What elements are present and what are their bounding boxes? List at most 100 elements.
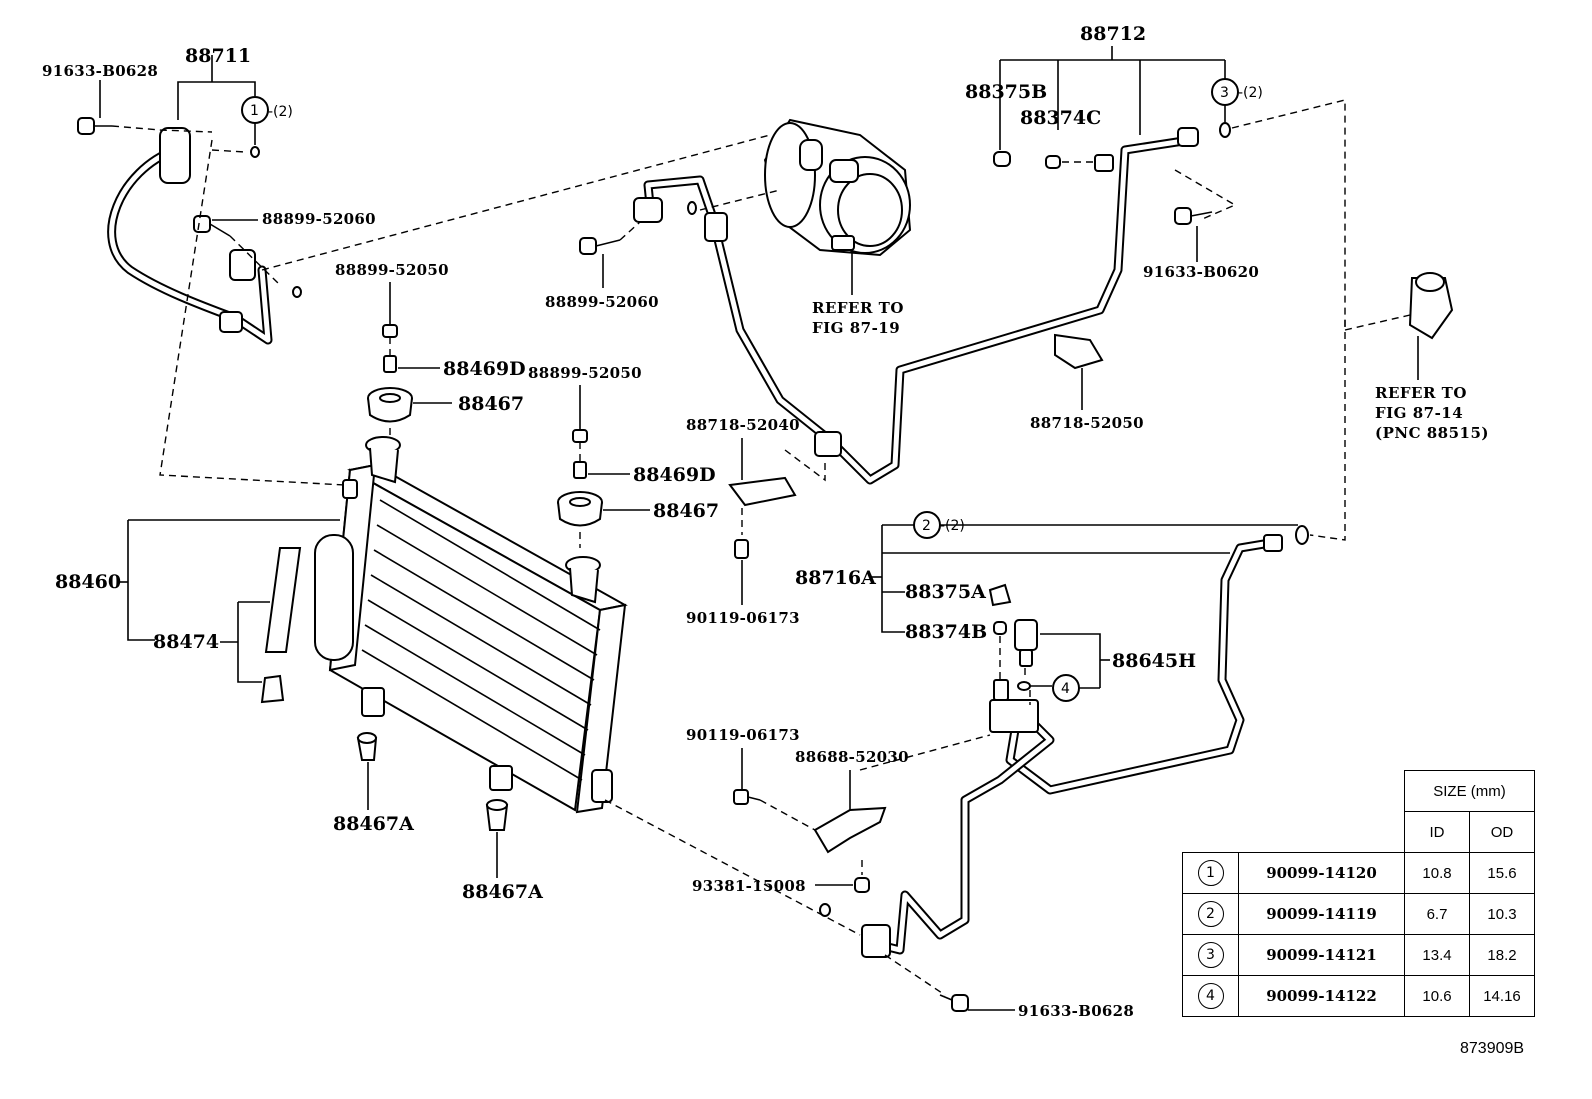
cap-88375b bbox=[993, 151, 1011, 167]
grommet-88467-a bbox=[367, 387, 413, 423]
o-ring bbox=[819, 903, 831, 917]
label-88374c: 88374C bbox=[1020, 107, 1101, 129]
row-od: 15.6 bbox=[1469, 852, 1535, 894]
row-index: 3 bbox=[1197, 942, 1224, 968]
circle-ref-4-num: 4 bbox=[1061, 681, 1070, 697]
row-index: 4 bbox=[1197, 983, 1224, 1009]
cushion-88467a-right bbox=[485, 799, 509, 831]
label-88718-52040: 88718-52040 bbox=[686, 416, 800, 434]
header-od: OD bbox=[1469, 811, 1535, 853]
table-row: 4 90099-14122 10.6 14.16 bbox=[1182, 975, 1535, 1017]
label-88460: 88460 bbox=[55, 571, 121, 593]
bolt-icon bbox=[193, 215, 231, 237]
circle-ref-3-num: 3 bbox=[1220, 85, 1229, 101]
o-ring-3 bbox=[1219, 122, 1231, 138]
cushion-88467a-left bbox=[356, 732, 378, 761]
label-88474: 88474 bbox=[153, 631, 219, 653]
circle-ref-1-num: 1 bbox=[250, 103, 259, 119]
expansion-valve-87-14 bbox=[1408, 272, 1454, 340]
suction-hose bbox=[633, 127, 1199, 485]
bolt-icon bbox=[939, 994, 969, 1012]
circle-ref-2-num: 2 bbox=[922, 518, 931, 534]
core-88374b bbox=[993, 621, 1007, 635]
bolt-icon bbox=[579, 237, 621, 255]
o-ring bbox=[687, 201, 697, 215]
label-88899-52060-left: 88899-52060 bbox=[262, 210, 376, 228]
o-ring bbox=[292, 286, 302, 298]
table-row: 1 90099-14120 10.8 15.6 bbox=[1182, 852, 1535, 894]
label-refer-87-14-c: (PNC 88515) bbox=[1375, 424, 1489, 442]
circle-ref-1 bbox=[241, 96, 269, 124]
discharge-hose-88711 bbox=[107, 127, 273, 345]
label-88375b: 88375B bbox=[965, 81, 1047, 103]
label-88688-52030: 88688-52030 bbox=[795, 748, 909, 766]
label-88375a: 88375A bbox=[905, 581, 986, 603]
header-id: ID bbox=[1404, 811, 1470, 853]
leader-88711 bbox=[177, 81, 256, 120]
cap-88375a bbox=[988, 583, 1012, 607]
screw-icon bbox=[734, 539, 749, 559]
row-od: 10.3 bbox=[1469, 893, 1535, 935]
table-header-row: SIZE (mm) bbox=[1183, 770, 1535, 812]
label-88467a-left: 88467A bbox=[333, 813, 414, 835]
row-id: 10.8 bbox=[1404, 852, 1470, 894]
service-valve bbox=[1094, 154, 1114, 172]
label-88374b: 88374B bbox=[905, 621, 987, 643]
table-row: 2 90099-14119 6.7 10.3 bbox=[1182, 893, 1535, 935]
desiccant-88474 bbox=[260, 547, 302, 704]
o-ring-4 bbox=[1017, 681, 1031, 691]
collar-88469d-a bbox=[383, 355, 397, 373]
bracket-88688-52030 bbox=[813, 806, 887, 854]
label-88711: 88711 bbox=[185, 45, 251, 67]
label-93381-15008: 93381-15008 bbox=[692, 877, 806, 895]
label-91633-b0628-bottom: 91633-B0628 bbox=[1018, 1002, 1134, 1020]
label-88716a: 88716A bbox=[795, 567, 876, 589]
table-header-row: ID OD bbox=[1183, 811, 1535, 853]
bolt-icon bbox=[854, 877, 870, 893]
label-88467-b: 88467 bbox=[653, 500, 719, 522]
bolt-icon bbox=[1174, 207, 1213, 225]
row-od: 14.16 bbox=[1469, 975, 1535, 1017]
label-refer-87-14-a: REFER TO bbox=[1375, 384, 1467, 402]
label-88467-a: 88467 bbox=[458, 393, 524, 415]
label-88899-52050-a: 88899-52050 bbox=[335, 261, 449, 279]
label-88718-52050: 88718-52050 bbox=[1030, 414, 1144, 432]
condenser-88460 bbox=[314, 436, 628, 814]
label-88899-52060-mid: 88899-52060 bbox=[545, 293, 659, 311]
label-91633-b0620: 91633-B0620 bbox=[1143, 263, 1259, 281]
row-index: 1 bbox=[1197, 860, 1224, 886]
label-refer-87-19-a: REFER TO bbox=[812, 299, 904, 317]
pressure-switch-88645h bbox=[1014, 619, 1038, 667]
table-row: 3 90099-14121 13.4 18.2 bbox=[1182, 934, 1535, 976]
qty-circle-3: -(2) bbox=[1238, 85, 1263, 101]
row-id: 13.4 bbox=[1404, 934, 1470, 976]
label-88712: 88712 bbox=[1080, 23, 1146, 45]
label-90119-06173-b: 90119-06173 bbox=[686, 726, 800, 744]
label-88469d-a: 88469D bbox=[443, 358, 526, 380]
compressor bbox=[763, 118, 912, 257]
bolt-icon bbox=[733, 789, 761, 805]
label-refer-87-19-b: FIG 87-19 bbox=[812, 319, 900, 337]
clamp-88718-52040 bbox=[728, 476, 797, 507]
row-od: 18.2 bbox=[1469, 934, 1535, 976]
label-90119-06173-a: 90119-06173 bbox=[686, 609, 800, 627]
row-id: 6.7 bbox=[1404, 893, 1470, 935]
label-91633-b0628-top: 91633-B0628 bbox=[42, 62, 158, 80]
grommet-88467-b bbox=[557, 491, 603, 527]
bolt-icon bbox=[382, 324, 398, 338]
o-ring-size-table: SIZE (mm) ID OD 1 90099-14120 10.8 15.6 … bbox=[1182, 770, 1535, 1017]
circle-ref-4 bbox=[1052, 674, 1080, 702]
qty-circle-1: -(2) bbox=[268, 104, 293, 120]
label-88899-52050-b: 88899-52050 bbox=[528, 364, 642, 382]
clamp-88718-52050 bbox=[1054, 333, 1104, 370]
row-part: 90099-14121 bbox=[1238, 934, 1405, 976]
label-refer-87-14-b: FIG 87-14 bbox=[1375, 404, 1463, 422]
label-88469d-b: 88469D bbox=[633, 464, 716, 486]
collar-88469d-b bbox=[573, 461, 587, 479]
row-part: 90099-14122 bbox=[1238, 975, 1405, 1017]
label-88645h: 88645H bbox=[1112, 650, 1196, 672]
liquid-pipe bbox=[861, 534, 1283, 958]
header-size: SIZE (mm) bbox=[1404, 770, 1535, 812]
row-index: 2 bbox=[1197, 901, 1224, 927]
